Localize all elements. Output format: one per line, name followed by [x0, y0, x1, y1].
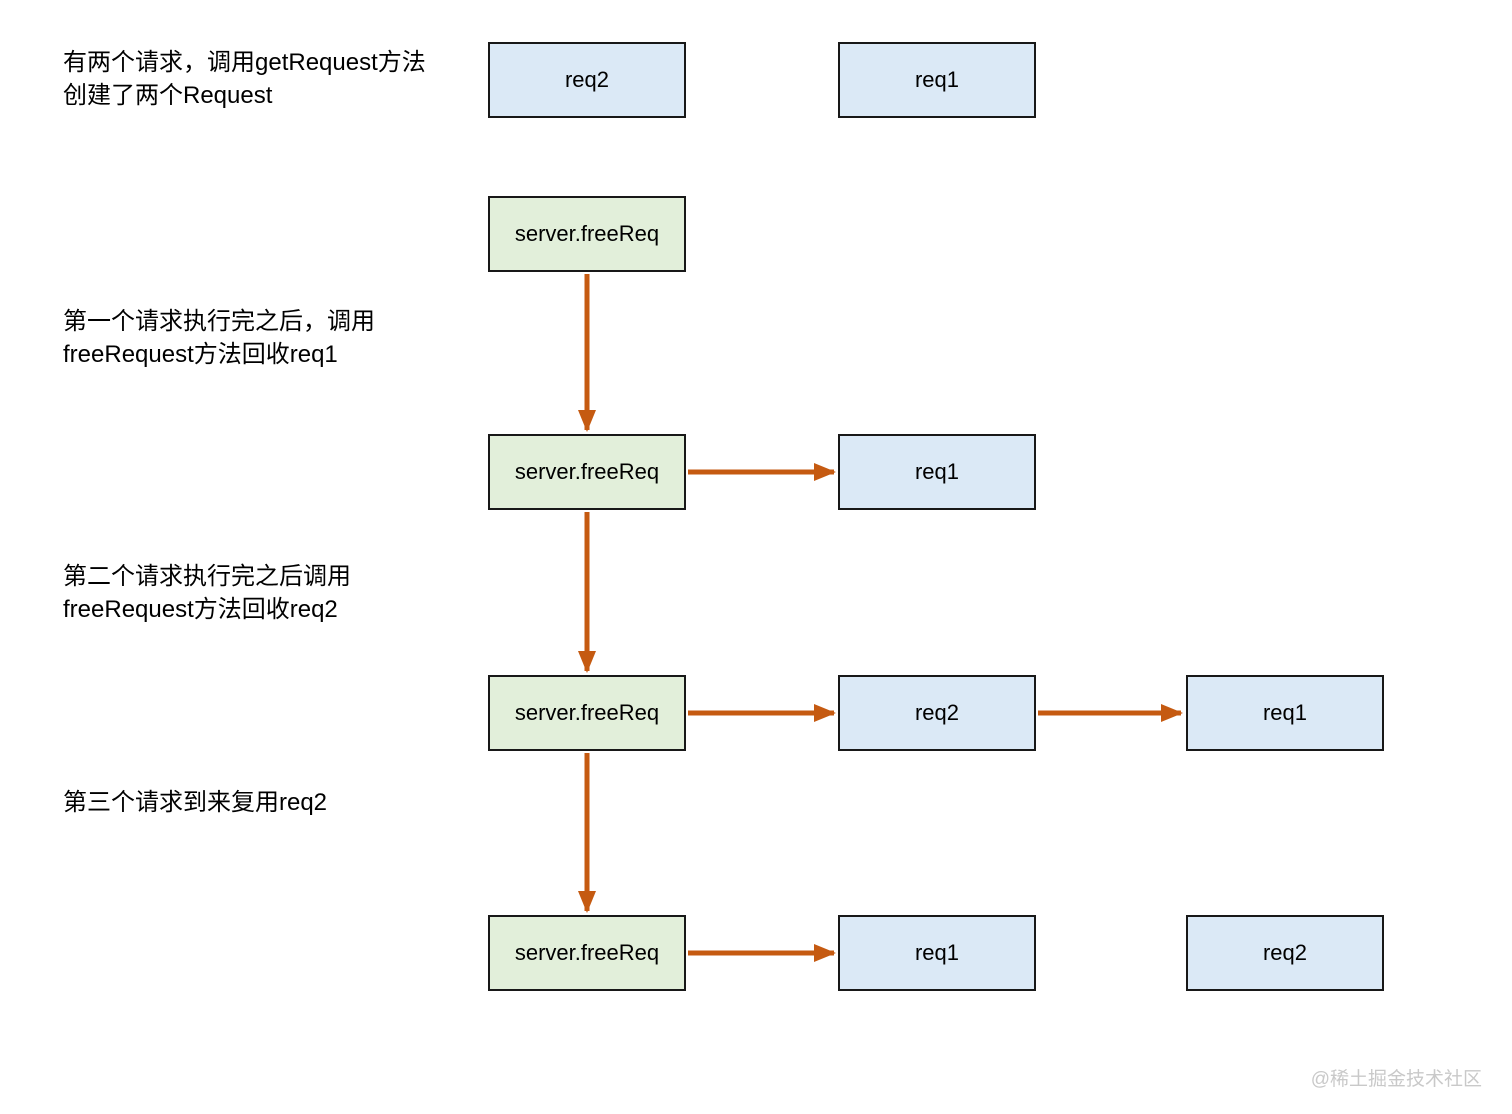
node-req1-row1: req1	[838, 42, 1036, 118]
watermark: @稀土掘金技术社区	[1310, 1069, 1482, 1090]
node-freereq-row4: server.freeReq	[488, 675, 686, 751]
annotation-step2: 第一个请求执行完之后，调用 freeRequest方法回收req1	[63, 308, 375, 368]
annotation-step4: 第三个请求到来复用req2	[63, 789, 328, 816]
node-req1-row3: req1	[838, 434, 1036, 510]
node-req2-row4: req2	[838, 675, 1036, 751]
annotation-step3: 第二个请求执行完之后调用 freeRequest方法回收req2	[63, 563, 351, 623]
annotation-step1: 有两个请求，调用getRequest方法 创建了两个Request	[63, 49, 426, 109]
node-freereq-row3: server.freeReq	[488, 434, 686, 510]
node-freereq-row2: server.freeReq	[488, 196, 686, 272]
node-req2-row5: req2	[1186, 915, 1384, 991]
node-req2-row1: req2	[488, 42, 686, 118]
node-req1-row5: req1	[838, 915, 1036, 991]
node-req1-row4: req1	[1186, 675, 1384, 751]
node-freereq-row5: server.freeReq	[488, 915, 686, 991]
